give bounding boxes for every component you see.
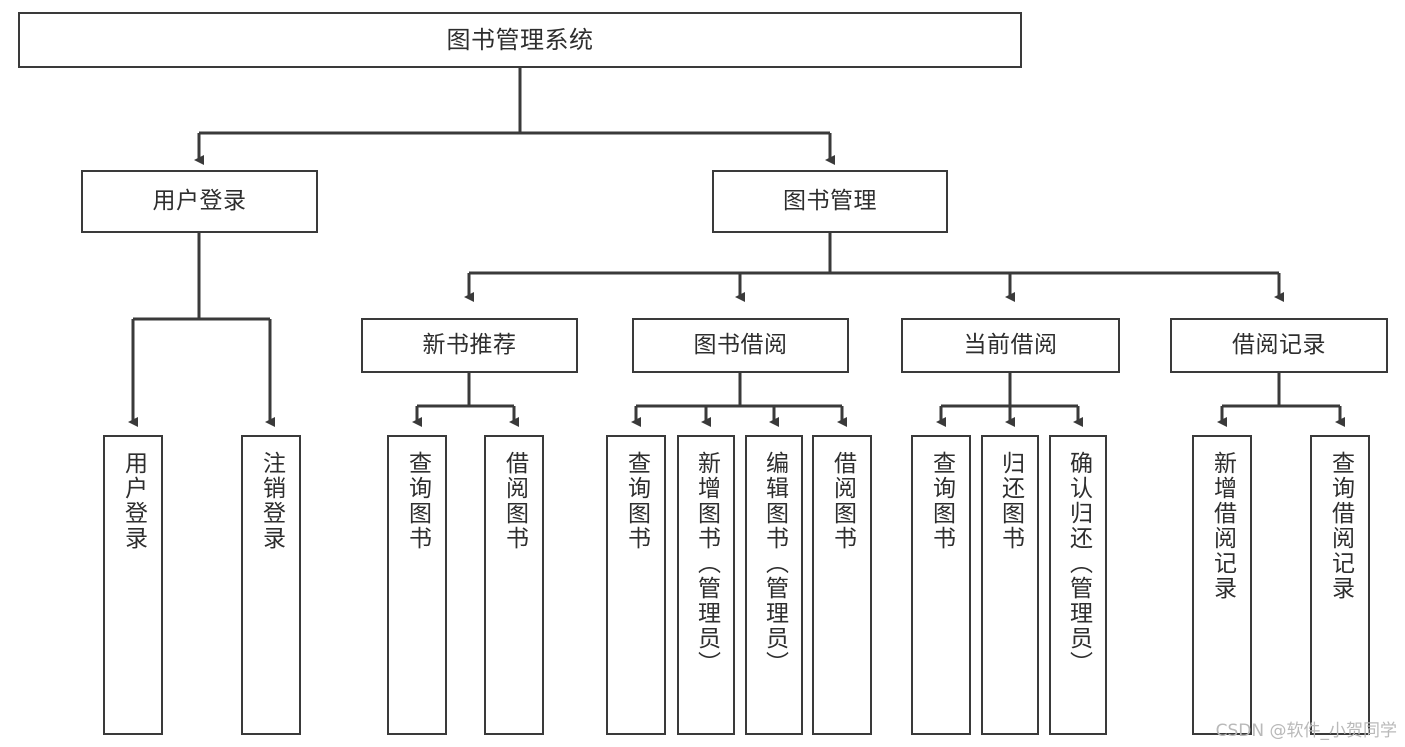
node-user-login[interactable]: 用户登录: [81, 170, 318, 233]
leaf-query-borrow-record[interactable]: 查询借阅记录: [1310, 435, 1370, 735]
node-label: 查询借阅记录: [1327, 451, 1354, 601]
node-label: 注销登录: [258, 451, 285, 551]
node-book-borrowing[interactable]: 图书借阅: [632, 318, 849, 373]
node-label: 图书借阅: [693, 331, 788, 358]
node-label: 图书管理: [783, 187, 877, 214]
watermark-text: CSDN @软件_小贺同学: [1215, 721, 1397, 741]
node-new-book-recommendation[interactable]: 新书推荐: [361, 318, 578, 373]
node-label: 确认归还（管理员）: [1065, 451, 1092, 676]
leaf-logout[interactable]: 注销登录: [241, 435, 301, 735]
node-current-borrowing[interactable]: 当前借阅: [901, 318, 1120, 373]
leaf-query-books-borrowing[interactable]: 查询图书: [606, 435, 666, 735]
leaf-return-books[interactable]: 归还图书: [981, 435, 1039, 735]
leaf-borrow-books-recommendation[interactable]: 借阅图书: [484, 435, 544, 735]
node-root-system[interactable]: 图书管理系统: [18, 12, 1022, 68]
leaf-add-book-admin[interactable]: 新增图书（管理员）: [677, 435, 735, 735]
node-borrow-records[interactable]: 借阅记录: [1170, 318, 1388, 373]
node-label: 新增图书（管理员）: [693, 451, 720, 676]
node-label: 查询图书: [928, 451, 955, 551]
leaf-query-books-current[interactable]: 查询图书: [911, 435, 971, 735]
leaf-edit-book-admin[interactable]: 编辑图书（管理员）: [745, 435, 803, 735]
node-label: 新书推荐: [422, 331, 517, 358]
node-label: 借阅记录: [1232, 331, 1326, 358]
node-label: 借阅图书: [829, 451, 856, 551]
node-label: 图书管理系统: [446, 25, 594, 54]
node-label: 用户登录: [152, 187, 247, 214]
node-label: 当前借阅: [963, 331, 1058, 358]
leaf-borrow-books[interactable]: 借阅图书: [812, 435, 872, 735]
leaf-confirm-return-admin[interactable]: 确认归还（管理员）: [1049, 435, 1107, 735]
node-label: 归还图书: [997, 451, 1024, 551]
node-label: 新增借阅记录: [1209, 451, 1236, 601]
node-label: 用户登录: [120, 451, 147, 551]
node-label: 借阅图书: [501, 451, 528, 551]
leaf-query-books-recommendation[interactable]: 查询图书: [387, 435, 447, 735]
node-label: 查询图书: [623, 451, 650, 551]
leaf-user-login[interactable]: 用户登录: [103, 435, 163, 735]
node-label: 查询图书: [404, 451, 431, 551]
node-label: 编辑图书（管理员）: [761, 451, 788, 676]
node-book-management[interactable]: 图书管理: [712, 170, 948, 233]
leaf-add-borrow-record[interactable]: 新增借阅记录: [1192, 435, 1252, 735]
